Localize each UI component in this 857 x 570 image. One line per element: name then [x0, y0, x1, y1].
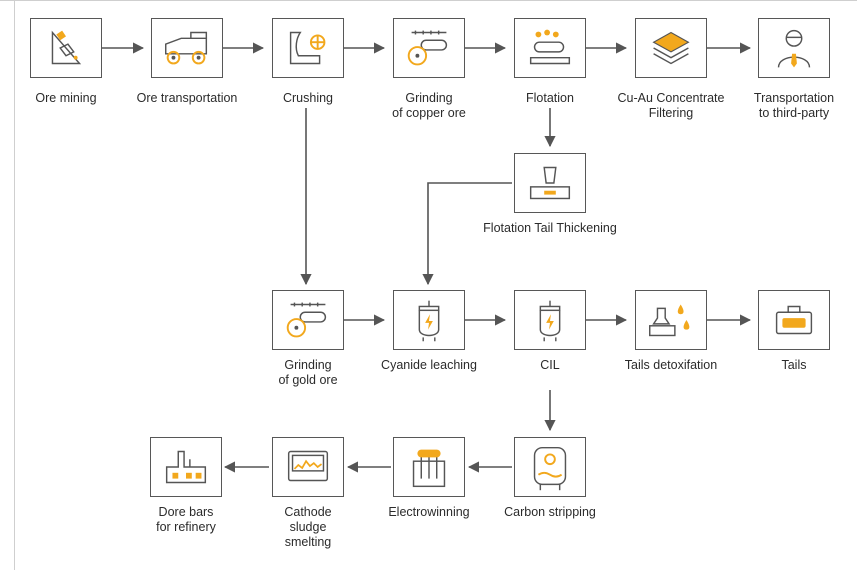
label-line: Crushing — [282, 91, 334, 105]
electrowinning-cell-icon — [412, 449, 446, 488]
label-cathode-smelting: Cathode sludge smelting — [233, 505, 383, 550]
node-dore-bars — [150, 437, 222, 497]
tailings-pond-icon — [775, 305, 813, 335]
node-grinding-copper — [393, 18, 465, 78]
ore-mining-icon — [51, 30, 82, 65]
label-tails-detoxification: Tails detoxifation — [596, 358, 746, 373]
node-flotation — [514, 18, 586, 78]
label-grinding-copper: Grinding of copper ore — [354, 91, 504, 121]
label-line: Carbon stripping — [504, 505, 596, 519]
label-cu-au-filtering: Cu-Au Concentrate Filtering — [596, 91, 746, 121]
label-transport-third-party: Transportation to third-party — [719, 91, 857, 121]
label-line: Transportation — [753, 91, 835, 105]
label-dore-bars: Dore bars for refinery — [111, 505, 261, 535]
label-ore-mining: Ore mining — [0, 91, 141, 106]
label-line: Ore transportation — [136, 91, 238, 105]
label-crushing: Crushing — [233, 91, 383, 106]
label-line: Flotation Tail Thickening — [483, 221, 617, 235]
person-buyer-icon — [777, 29, 811, 68]
label-carbon-stripping: Carbon stripping — [475, 505, 625, 520]
label-line: Grinding — [284, 358, 332, 372]
label-line: Dore bars — [158, 505, 214, 519]
label-line: Cyanide leaching — [381, 358, 477, 372]
frame-top-border — [0, 0, 857, 1]
stripping-vessel-icon — [533, 446, 567, 491]
node-tails-detoxification — [635, 290, 707, 350]
grinding-mill-icon — [407, 30, 448, 66]
node-electrowinning — [393, 437, 465, 497]
label-cyanide-leaching: Cyanide leaching — [354, 358, 504, 373]
label-cil: CIL — [475, 358, 625, 373]
mining-truck-icon — [165, 31, 208, 65]
label-line: smelting — [284, 535, 332, 549]
thickener-icon — [529, 166, 571, 200]
label-line: for refinery — [156, 520, 216, 534]
label-line: Tails detoxifation — [624, 358, 718, 372]
label-line: CIL — [540, 358, 560, 372]
label-line: Flotation — [526, 91, 574, 105]
node-cil — [514, 290, 586, 350]
node-grinding-gold — [272, 290, 344, 350]
label-electrowinning: Electrowinning — [354, 505, 504, 520]
label-line: Grinding — [405, 91, 453, 105]
grinding-mill-icon — [286, 302, 327, 338]
node-cu-au-filtering — [635, 18, 707, 78]
label-line: sludge — [289, 520, 327, 534]
label-line: Cu-Au Concentrate — [617, 91, 725, 105]
frame-left-border — [14, 0, 15, 570]
filter-layers-icon — [652, 31, 690, 65]
smelting-meter-icon — [287, 450, 329, 482]
label-line: Cathode — [284, 505, 332, 519]
node-carbon-stripping — [514, 437, 586, 497]
label-flotation-tail-thickening: Flotation Tail Thickening — [465, 221, 635, 236]
label-flotation: Flotation — [475, 91, 625, 106]
node-crushing — [272, 18, 344, 78]
label-line: to third-party — [758, 106, 830, 120]
label-ore-transportation: Ore transportation — [112, 91, 262, 106]
flotation-icon — [529, 29, 571, 65]
node-ore-transportation — [151, 18, 223, 78]
node-ore-mining — [30, 18, 102, 78]
refinery-icon — [165, 450, 207, 484]
node-tails — [758, 290, 830, 350]
detox-drops-icon — [649, 304, 690, 337]
node-cyanide-leaching — [393, 290, 465, 350]
node-transport-third-party — [758, 18, 830, 78]
cil-tank-icon — [539, 300, 561, 342]
label-line: Ore mining — [35, 91, 97, 105]
arrow-thickening-to-cyanide-leaching — [422, 182, 512, 286]
leach-tank-icon — [418, 300, 440, 342]
label-line: of copper ore — [392, 106, 466, 120]
node-cathode-smelting — [272, 437, 344, 497]
crusher-icon — [289, 31, 326, 65]
node-flotation-tail-thickening — [514, 153, 586, 213]
label-line: Tails — [781, 358, 807, 372]
label-tails: Tails — [719, 358, 857, 373]
label-line: Electrowinning — [388, 505, 470, 519]
label-line: Filtering — [648, 106, 694, 120]
label-grinding-gold: Grinding of gold ore — [233, 358, 383, 388]
label-line: of gold ore — [278, 373, 338, 387]
